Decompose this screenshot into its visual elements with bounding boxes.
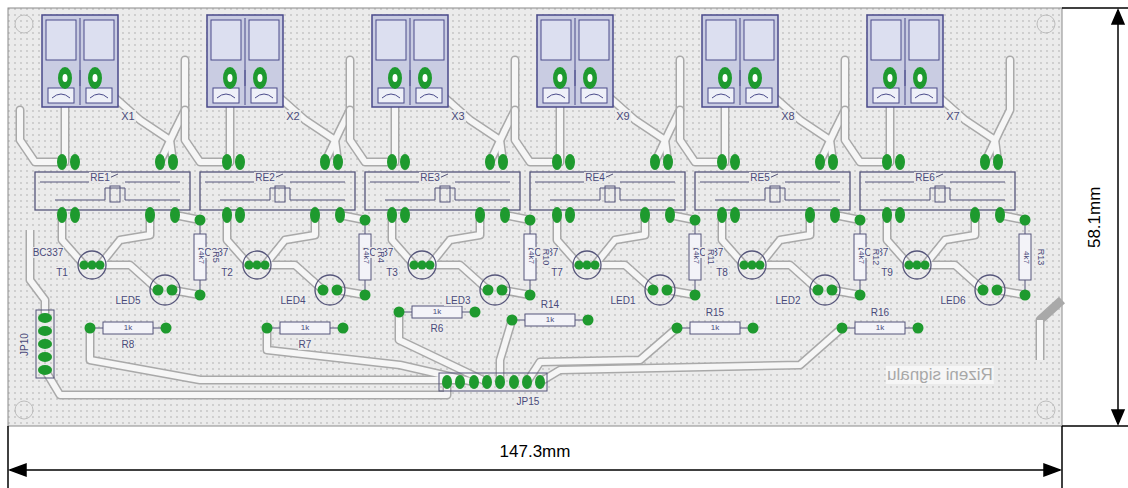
resistor-ref: R7 xyxy=(298,339,313,350)
board-watermark: Rizeni signalu xyxy=(886,366,994,385)
resistor-value: 1k xyxy=(545,316,555,325)
resistor-value: 4k7 xyxy=(196,250,205,265)
header-ref: JP10 xyxy=(18,332,29,357)
led-ref: LED3 xyxy=(444,295,471,306)
connector-ref: X9 xyxy=(615,110,630,122)
resistor-value: 4k7 xyxy=(856,250,865,265)
resistor-value: 4k7 xyxy=(361,250,370,265)
connector-ref: X3 xyxy=(450,110,465,122)
resistor-value: 4k7 xyxy=(526,250,535,265)
resistor-ref: R14 xyxy=(540,299,560,310)
relay-ref: RE2 xyxy=(254,172,275,183)
connector-ref: X7 xyxy=(945,110,960,122)
resistor-ref: R12 xyxy=(870,248,880,267)
resistor-value: 1k xyxy=(710,324,720,333)
transistor-ref: T3 xyxy=(385,267,399,278)
transistor-ref: T7 xyxy=(550,267,564,278)
resistor-ref: R10 xyxy=(540,248,550,267)
header-ref: JP15 xyxy=(516,396,541,407)
resistor-value: 4k7 xyxy=(691,250,700,265)
relay-ref: RE3 xyxy=(419,172,440,183)
transistor-ref: T9 xyxy=(880,267,894,278)
resistor-ref: R15 xyxy=(705,307,725,318)
resistor-ref: R5 xyxy=(210,250,220,264)
resistor-value: 1k xyxy=(300,324,310,333)
transistor-ref: T1 xyxy=(55,267,69,278)
led-ref: LED5 xyxy=(114,295,141,306)
transistor-ref: T2 xyxy=(220,267,234,278)
resistor-value: 1k xyxy=(123,324,133,333)
led-ref: LED6 xyxy=(939,295,966,306)
resistor-ref: R6 xyxy=(430,323,445,334)
resistor-value: 1k xyxy=(875,324,885,333)
connector-ref: X8 xyxy=(780,110,795,122)
resistor-ref: R8 xyxy=(121,339,136,350)
resistor-value: 1k xyxy=(432,308,442,317)
relay-ref: RE6 xyxy=(914,172,935,183)
dimension-height: 58.1mm xyxy=(1087,185,1106,248)
resistor-ref: R16 xyxy=(870,307,890,318)
resistor-ref: R13 xyxy=(1035,248,1045,267)
transistor-ref: T8 xyxy=(715,267,729,278)
connector-ref: X2 xyxy=(285,110,300,122)
connector-ref: X1 xyxy=(120,110,135,122)
relay-ref: RE1 xyxy=(89,172,110,183)
relay-ref: RE5 xyxy=(749,172,770,183)
resistor-ref: R4 xyxy=(375,250,385,264)
led-ref: LED2 xyxy=(774,295,801,306)
resistor-value: 4k7 xyxy=(1021,250,1030,265)
transistor-type: BC337 xyxy=(32,247,65,258)
dimension-width: 147.3mm xyxy=(499,443,572,462)
led-ref: LED1 xyxy=(609,295,636,306)
resistor-ref: R11 xyxy=(705,248,715,266)
relay-ref: RE4 xyxy=(584,172,605,183)
led-ref: LED4 xyxy=(279,295,306,306)
